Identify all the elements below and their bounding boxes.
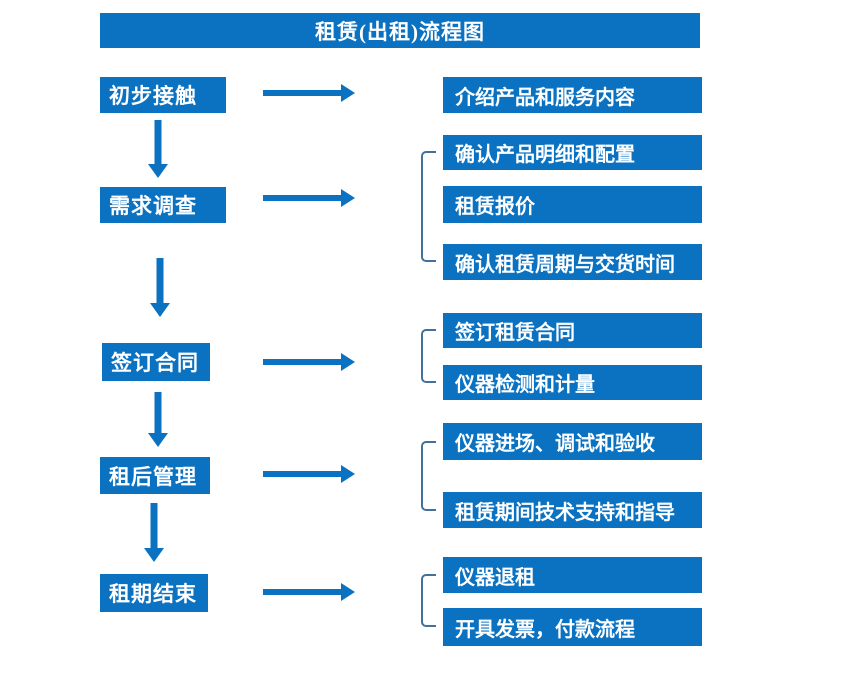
output-box-rental-quotation: 租赁报价	[443, 186, 702, 223]
arrow-head	[341, 189, 355, 207]
arrow-head	[148, 164, 168, 178]
arrow-shaft	[156, 258, 164, 304]
arrow-shaft	[263, 471, 342, 477]
arrow-right-demand-survey	[263, 189, 355, 207]
arrow-down-stage3-stage4	[148, 392, 168, 447]
arrow-head	[341, 84, 355, 102]
output-box-confirm-product-details: 确认产品明细和配置	[443, 135, 702, 170]
stage-box-initial-contact: 初步接触	[100, 77, 226, 113]
arrow-shaft	[263, 359, 342, 365]
stage-box-rental-end: 租期结束	[100, 574, 208, 612]
output-box-invoice-payment-process: 开具发票，付款流程	[443, 608, 702, 646]
arrow-down-stage1-stage2	[148, 120, 168, 178]
arrow-right-initial-contact	[263, 84, 355, 102]
arrow-head	[148, 433, 168, 447]
arrow-right-post-rental-management	[263, 465, 355, 483]
arrow-head	[341, 465, 355, 483]
arrow-head	[341, 583, 355, 601]
arrow-shaft	[263, 589, 342, 595]
arrow-down-stage4-stage5	[144, 503, 164, 562]
arrow-shaft	[263, 195, 342, 201]
output-box-instrument-return: 仪器退租	[443, 557, 702, 593]
diagram-title: 租赁(出租)流程图	[100, 13, 700, 48]
output-box-introduce-products-services: 介绍产品和服务内容	[443, 77, 702, 113]
stage-box-demand-survey: 需求调查	[100, 187, 226, 223]
arrow-right-sign-contract	[263, 353, 355, 371]
stage-box-post-rental-management: 租后管理	[100, 457, 210, 494]
output-box-sign-rental-contract: 签订租赁合同	[443, 313, 702, 348]
stage-box-sign-contract: 签订合同	[102, 343, 210, 381]
bracket-sign-contract-outputs	[421, 329, 436, 383]
bracket-rental-end-outputs	[421, 574, 436, 627]
arrow-shaft	[150, 503, 158, 549]
arrow-right-rental-end	[263, 583, 355, 601]
bracket-demand-survey-outputs	[421, 151, 436, 262]
arrow-down-stage2-stage3	[150, 258, 170, 317]
arrow-head	[144, 548, 164, 562]
bracket-post-rental-outputs	[421, 441, 436, 511]
arrow-shaft	[154, 392, 162, 434]
arrow-head	[150, 303, 170, 317]
arrow-shaft	[154, 120, 162, 165]
output-box-confirm-rental-period-delivery: 确认租赁周期与交货时间	[443, 244, 702, 280]
output-box-instrument-testing-metering: 仪器检测和计量	[443, 365, 702, 400]
arrow-head	[341, 353, 355, 371]
output-box-technical-support-guidance: 租赁期间技术支持和指导	[443, 492, 702, 528]
arrow-shaft	[263, 90, 342, 96]
output-box-instrument-entry-debug-acceptance: 仪器进场、调试和验收	[443, 423, 702, 460]
